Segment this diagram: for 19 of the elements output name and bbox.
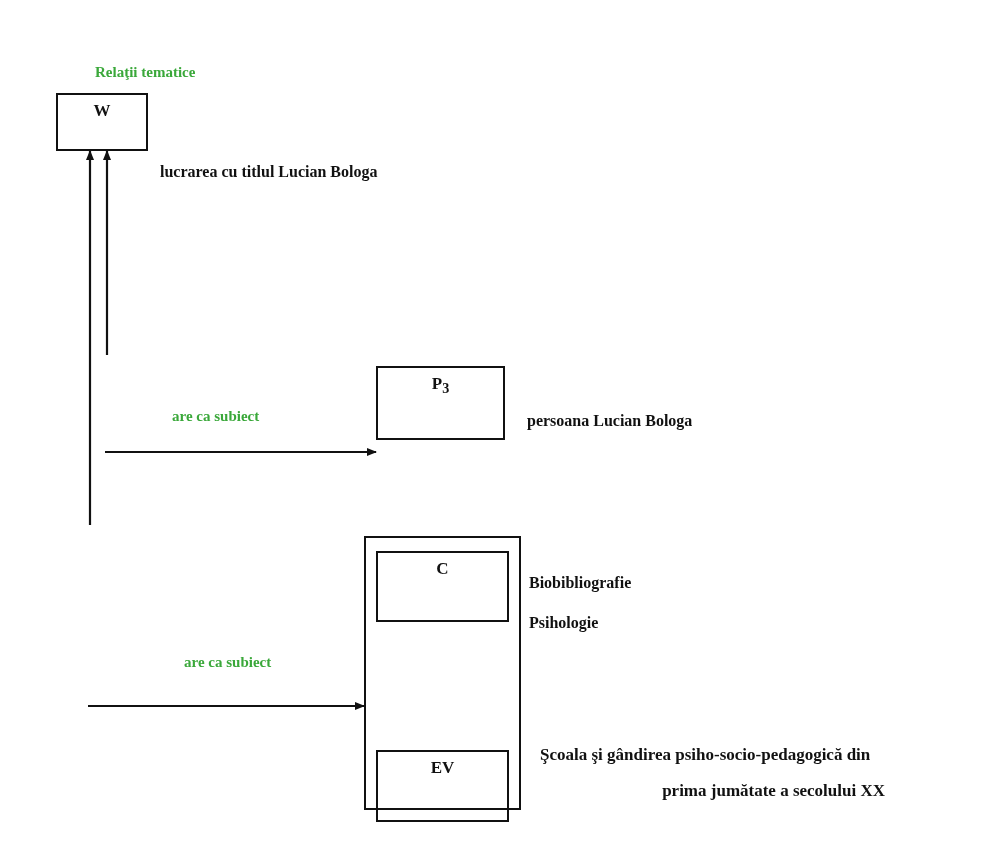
arrow: [86, 150, 94, 525]
node-label: P$_{3}$: [430, 374, 451, 398]
arrow: [88, 702, 365, 710]
node-label: C: [435, 559, 450, 579]
title: Relaţii tematice: [95, 64, 196, 81]
arrow: [105, 448, 377, 456]
arrow: [103, 150, 111, 355]
node-caption: Biobibliografie: [529, 574, 632, 592]
node-caption: persoana Lucian Bologa: [527, 412, 693, 430]
node-box: [56, 93, 148, 151]
node-caption: lucrarea cu titlul Lucian Bologa: [160, 163, 378, 181]
node-caption: Psihologie: [529, 614, 599, 632]
node-box: [376, 750, 509, 822]
node-label: EV: [429, 758, 456, 778]
node-label: W: [92, 101, 112, 121]
container-box: [364, 536, 521, 810]
node-box: [376, 366, 505, 440]
node-box: [376, 551, 509, 622]
node-caption: Şcoala şi gândirea psiho-socio-pedagogică din prima jumătate a secolului XX: [540, 744, 885, 802]
